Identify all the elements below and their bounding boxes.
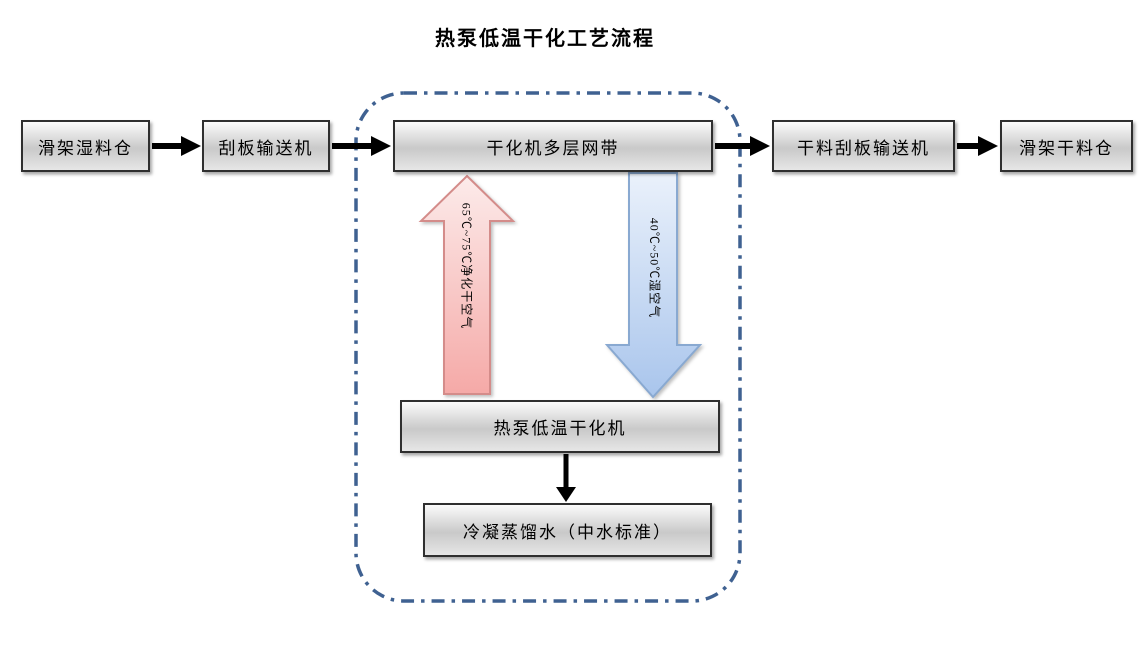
box-condensate-water: 冷凝蒸馏水（中水标准） [423, 503, 712, 557]
wet-air-down-arrow [604, 172, 703, 399]
condensate-arrow [556, 454, 576, 502]
box-dry-sludge-bin: 滑架干料仓 [1000, 120, 1133, 172]
flow-arrow-4 [957, 136, 998, 156]
box-wet-sludge-bin: 滑架湿料仓 [21, 120, 150, 172]
box-label: 刮板输送机 [218, 138, 314, 158]
box-dryer-mesh-belt: 干化机多层网带 [393, 120, 713, 172]
flow-arrow-2 [332, 136, 391, 156]
box-label: 干料刮板输送机 [797, 138, 930, 158]
hot-air-up-arrow [418, 174, 516, 395]
box-label: 热泵低温干化机 [493, 419, 627, 438]
box-label: 冷凝蒸馏水（中水标准） [463, 522, 672, 542]
wet-air-arrow-label: 40℃~50℃湿空气 [647, 217, 662, 319]
flow-arrow-3 [715, 136, 770, 156]
box-dry-scraper-conveyor: 干料刮板输送机 [772, 120, 955, 172]
box-heat-pump-dryer: 热泵低温干化机 [400, 400, 720, 453]
box-label: 滑架湿料仓 [38, 138, 133, 158]
box-scraper-conveyor: 刮板输送机 [202, 120, 330, 172]
hot-air-arrow-label: 65℃~75℃净化干空气 [459, 202, 474, 330]
page-title: 热泵低温干化工艺流程 [435, 28, 655, 50]
flow-arrow-1 [152, 136, 201, 156]
dryer-boundary-dashed-border [354, 91, 742, 603]
box-label: 干化机多层网带 [486, 138, 620, 158]
box-label: 滑架干料仓 [1019, 138, 1114, 158]
